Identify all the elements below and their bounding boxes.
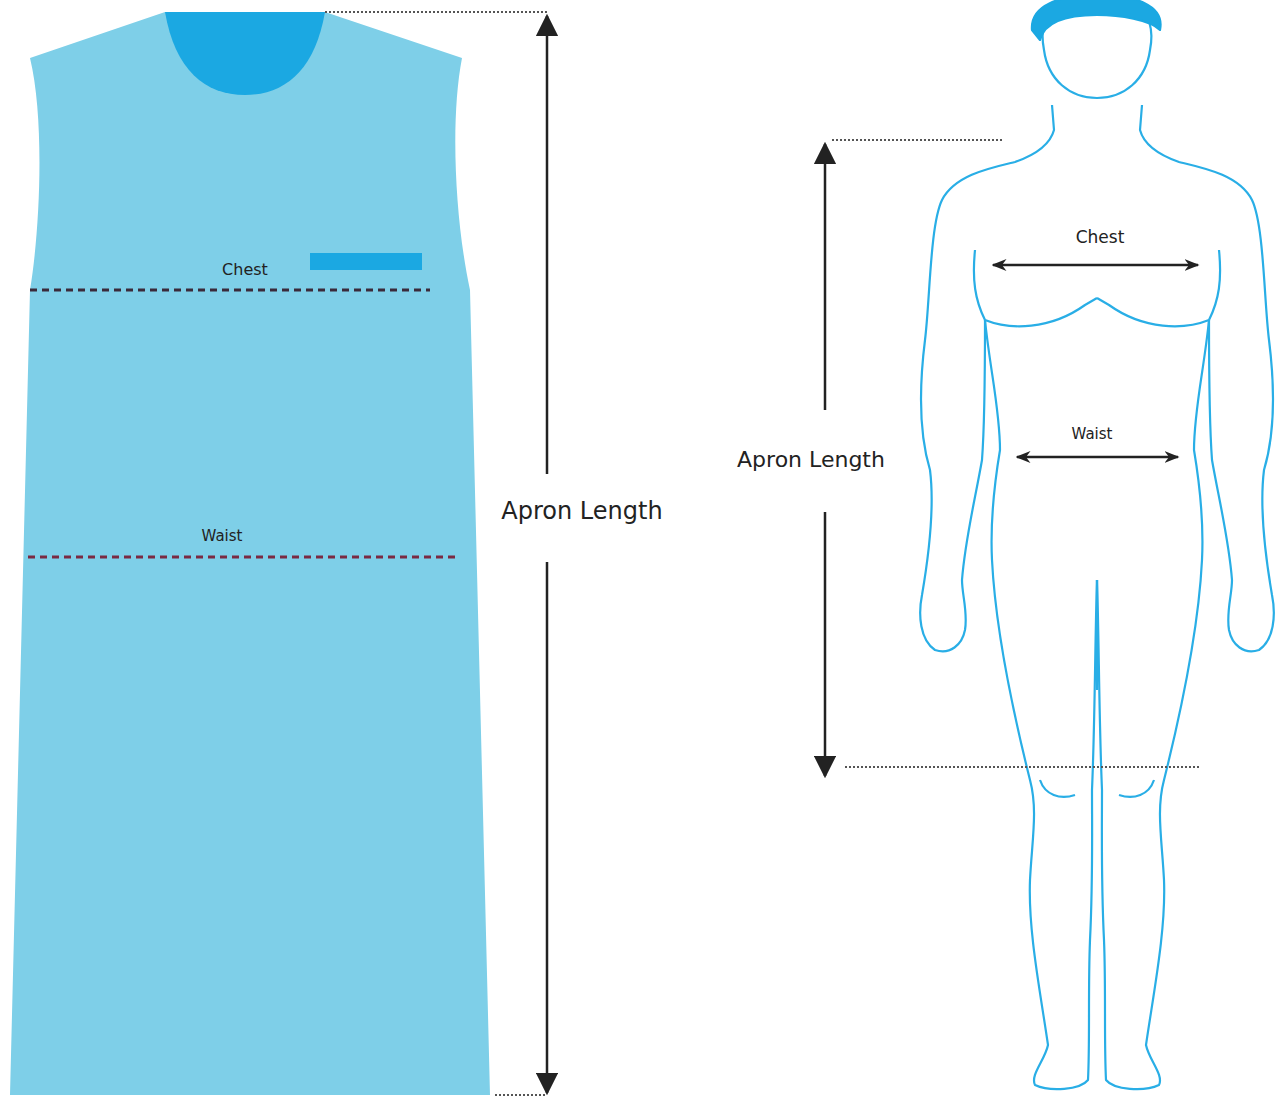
- chest-label: Chest: [222, 261, 268, 279]
- chest-label: Chest: [1076, 228, 1125, 247]
- waist-label: Waist: [202, 528, 243, 545]
- apron-length-label: Apron Length: [501, 498, 662, 524]
- apron-length-label: Apron Length: [737, 448, 885, 472]
- waist-label: Waist: [1072, 426, 1113, 443]
- apron: [10, 12, 490, 1095]
- apron-length-dimension: [325, 12, 547, 1095]
- body-figure: [920, 0, 1274, 1089]
